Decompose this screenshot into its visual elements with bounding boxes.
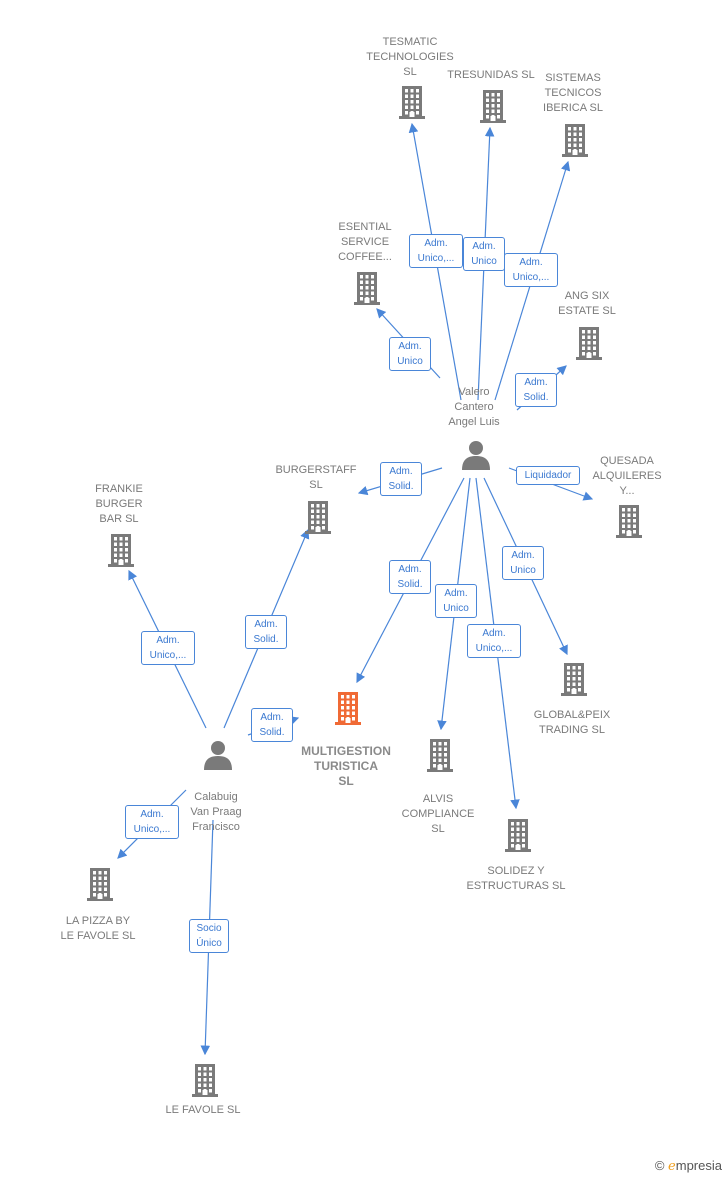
edge-label-valero-burgerstaff[interactable]: Adm. Solid. xyxy=(380,462,422,496)
brand-logo-initial: e xyxy=(668,1159,676,1174)
building-icon[interactable] xyxy=(556,661,592,697)
edge-label-valero-esential[interactable]: Adm. Unico xyxy=(389,337,431,371)
edge-label-valero-global[interactable]: Adm. Unico xyxy=(502,546,544,580)
company-label-sistemas[interactable]: SISTEMAS TECNICOS IBERICA SL xyxy=(543,71,603,114)
building-icon[interactable] xyxy=(500,817,536,853)
edge-label-calabuig-lefavole[interactable]: Socio Único xyxy=(189,919,229,953)
company-label-frankie[interactable]: FRANKIE BURGER BAR SL xyxy=(95,482,143,525)
edge-label-valero-sistemas[interactable]: Adm. Unico,... xyxy=(504,253,558,287)
company-label-tesmatic[interactable]: TESMATIC TECHNOLOGIES SL xyxy=(366,35,454,78)
building-icon[interactable] xyxy=(557,122,593,158)
building-icon[interactable] xyxy=(611,503,647,539)
person-label-valero[interactable]: Valero Cantero Angel Luis xyxy=(448,385,500,428)
edge-label-valero-tesmatic[interactable]: Adm. Unico,... xyxy=(409,234,463,268)
building-icon[interactable] xyxy=(349,270,385,306)
company-label-angsix[interactable]: ANG SIX ESTATE SL xyxy=(558,290,616,317)
edge-label-valero-angsix[interactable]: Adm. Solid. xyxy=(515,373,557,407)
building-icon[interactable] xyxy=(82,866,118,902)
company-label-solidez[interactable]: SOLIDEZ Y ESTRUCTURAS SL xyxy=(466,865,566,892)
building-icon[interactable] xyxy=(187,1062,223,1098)
building-icon[interactable] xyxy=(475,88,511,124)
edge-label-calabuig-lapizza[interactable]: Adm. Unico,... xyxy=(125,805,179,839)
company-label-multigestion[interactable]: MULTIGESTION TURISTICA SL xyxy=(301,744,391,788)
company-label-alvis[interactable]: ALVIS COMPLIANCE SL xyxy=(401,793,475,835)
edge-label-valero-solidez[interactable]: Adm. Unico,... xyxy=(467,624,521,658)
building-icon[interactable] xyxy=(300,499,336,535)
edge-label-calabuig-burgerstaff[interactable]: Adm. Solid. xyxy=(245,615,287,649)
brand-logo-text: mpresia xyxy=(675,1158,722,1173)
edge-label-valero-multigestion[interactable]: Adm. Solid. xyxy=(389,560,431,594)
edge-label-calabuig-multigestion[interactable]: Adm. Solid. xyxy=(251,708,293,742)
building-icon[interactable] xyxy=(394,84,430,120)
building-icon[interactable] xyxy=(330,690,366,726)
edge-label-calabuig-frankie[interactable]: Adm. Unico,... xyxy=(141,631,195,665)
edge-label-valero-quesada[interactable]: Liquidador xyxy=(516,465,580,485)
brand-footer: © empresia xyxy=(655,1158,722,1174)
copyright-icon: © xyxy=(654,1158,665,1173)
edge-label-valero-tresunidas[interactable]: Adm. Unico xyxy=(463,237,505,271)
company-label-esential[interactable]: ESENTIAL SERVICE COFFEE... xyxy=(338,220,392,263)
company-label-lapizza[interactable]: LA PIZZA BY LE FAVOLE SL xyxy=(60,915,136,942)
company-label-lefavole[interactable]: LE FAVOLE SL xyxy=(165,1104,241,1116)
company-label-tresunidas[interactable]: TRESUNIDAS SL xyxy=(447,68,535,81)
person-label-calabuig[interactable]: Calabuig Van Praag Francisco xyxy=(190,791,242,833)
person-icon[interactable] xyxy=(460,439,492,471)
building-icon[interactable] xyxy=(103,532,139,568)
company-label-global[interactable]: GLOBAL&PEIX TRADING SL xyxy=(533,709,611,736)
edge-label-valero-alvis[interactable]: Adm. Unico xyxy=(435,584,477,618)
person-icon[interactable] xyxy=(202,739,234,771)
company-label-quesada[interactable]: QUESADA ALQUILERES Y... xyxy=(592,454,662,497)
building-icon[interactable] xyxy=(571,325,607,361)
company-label-burgerstaff[interactable]: BURGERSTAFF SL xyxy=(275,464,357,491)
building-icon[interactable] xyxy=(422,737,458,773)
